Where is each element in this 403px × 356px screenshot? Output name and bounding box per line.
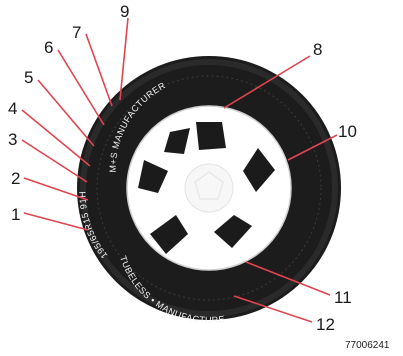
callout-9: 9 xyxy=(120,2,129,21)
callout-12: 12 xyxy=(316,315,335,334)
callout-3: 3 xyxy=(8,130,17,149)
callout-2: 2 xyxy=(11,169,20,188)
callout-7: 7 xyxy=(72,23,81,42)
callout-4: 4 xyxy=(8,99,17,118)
callout-11: 11 xyxy=(334,288,352,307)
callout-10: 10 xyxy=(338,122,357,141)
callout-1: 1 xyxy=(11,205,20,224)
callout-6: 6 xyxy=(44,38,53,57)
rim xyxy=(127,106,291,270)
reference-code: 77006241 xyxy=(345,340,390,351)
callout-8: 8 xyxy=(313,40,322,59)
callout-5: 5 xyxy=(24,68,33,87)
